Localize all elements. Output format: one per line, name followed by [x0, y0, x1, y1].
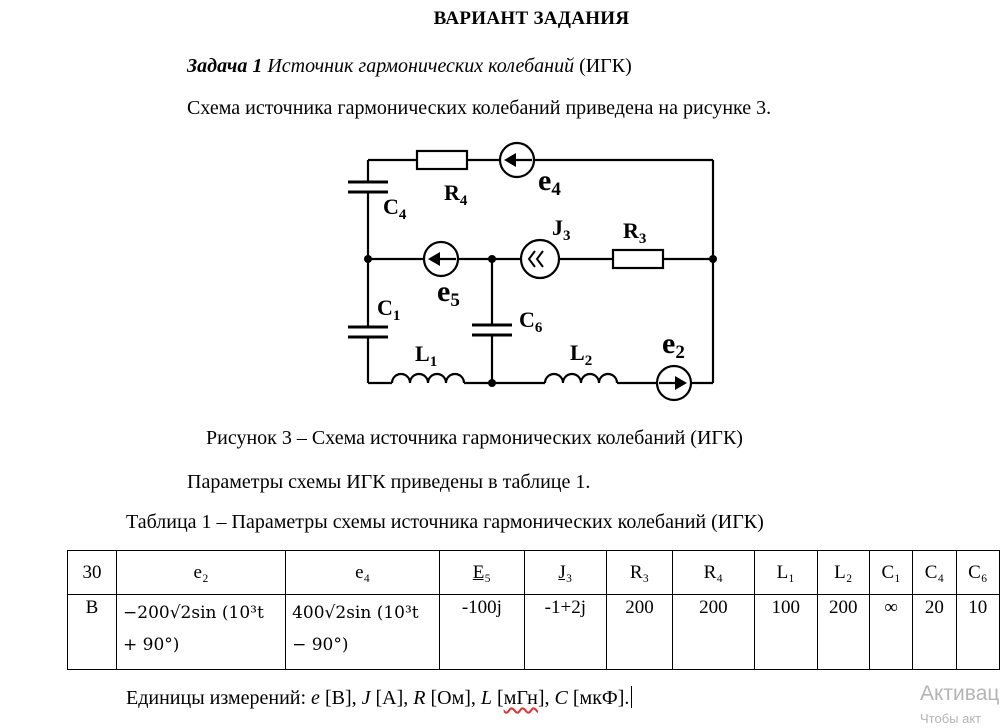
- header-cell: E₅: [439, 550, 525, 595]
- capacitor-c6: [472, 323, 512, 337]
- table-row: В −200√2sin (10³t+ 90°) 400√2sin (10³t− …: [66, 594, 1000, 670]
- task-title-italic: Источник гармонических колебаний: [267, 55, 575, 77]
- label-e2: e2: [662, 327, 685, 363]
- r4-cell: 200: [671, 594, 755, 670]
- header-cell: C₁: [868, 550, 914, 595]
- l1-cell: 100: [753, 594, 818, 670]
- label-e5: e5: [437, 275, 460, 311]
- node-center-middle: [488, 255, 496, 263]
- c1-cell: ∞: [868, 594, 914, 670]
- node-left-middle: [364, 255, 372, 263]
- header-cell: R₄: [671, 550, 755, 595]
- current-source-j3: [519, 238, 561, 280]
- header-cell: 30: [66, 550, 118, 595]
- label-c4: C4: [383, 194, 407, 223]
- header-cell: R₃: [606, 550, 673, 595]
- e2-cell: −200√2sin (10³t+ 90°): [116, 594, 287, 670]
- circuit-diagram: R4 e4 C4 J3 R3 e5 C1 C6 L1 L2 e2: [348, 141, 717, 402]
- label-r4: R4: [444, 180, 468, 209]
- task-title: Задача 1 Источник гармонических колебани…: [187, 55, 632, 78]
- capacitor-c4: [348, 180, 388, 194]
- header-cell: L₁: [753, 550, 818, 595]
- resistor-r4: [415, 149, 469, 171]
- voltage-source-e4: [498, 141, 536, 179]
- label-l2: L2: [570, 340, 592, 369]
- label-r3: R3: [623, 218, 646, 247]
- voltage-source-e2: [655, 364, 693, 402]
- header-cell: e₂: [116, 550, 287, 595]
- page-heading: ВАРИАНТ ЗАДАНИЯ: [433, 8, 630, 29]
- c4-cell: 20: [912, 594, 957, 670]
- figure-caption: Рисунок 3 – Схема источника гармонически…: [206, 427, 743, 449]
- paragraph-table-ref: Параметры схемы ИГК приведены в таблице …: [187, 471, 591, 493]
- label-l1: L1: [415, 341, 437, 370]
- label-c6: C6: [519, 307, 543, 336]
- capacitor-c1: [348, 325, 388, 339]
- parameters-table: 30 e₂ e₄ E₅ J₃ R₃ R₄ L₁ L₂ C₁ C₄ C₆ В −2…: [66, 550, 1000, 670]
- header-cell: C₄: [912, 550, 957, 595]
- j3-cell: -1+2j: [523, 594, 608, 670]
- table-header-row: 30 e₂ e₄ E₅ J₃ R₃ R₄ L₁ L₂ C₁ C₄ C₆: [66, 550, 1000, 595]
- activation-watermark-text: Чтобы акт: [920, 711, 982, 726]
- l2-cell: 200: [816, 594, 870, 670]
- text-cursor: [631, 686, 633, 708]
- header-cell: L₂: [816, 550, 870, 595]
- node-center-bottom: [488, 379, 496, 387]
- variant-cell: В: [66, 594, 118, 670]
- label-e4: e4: [538, 164, 561, 200]
- label-j3: J3: [552, 215, 571, 244]
- r3-cell: 200: [606, 594, 673, 670]
- activation-watermark-title: Активац: [920, 682, 1000, 705]
- table-caption: Таблица 1 – Параметры схемы источника га…: [126, 511, 764, 533]
- e5-cell: -100j: [439, 594, 525, 670]
- c6-cell: 10: [955, 594, 1000, 670]
- header-cell: e₄: [285, 550, 441, 595]
- units-line: Единицы измерений: e [В], J [А], R [Ом],…: [126, 686, 633, 710]
- paragraph-figure-ref: Схема источника гармонических колебаний …: [187, 97, 772, 119]
- resistor-r3: [611, 248, 665, 270]
- e4-cell: 400√2sin (10³t− 90°): [285, 594, 441, 670]
- label-c1: C1: [377, 295, 400, 324]
- header-cell: J₃: [523, 550, 608, 595]
- node-right-middle: [709, 255, 717, 263]
- header-cell: C₆: [955, 550, 1000, 595]
- inductor-l1: [390, 372, 466, 384]
- task-label: Задача 1: [187, 55, 263, 77]
- voltage-source-e5: [422, 240, 460, 278]
- task-title-abbrev: (ИГК): [579, 55, 632, 77]
- inductor-l2: [543, 372, 619, 384]
